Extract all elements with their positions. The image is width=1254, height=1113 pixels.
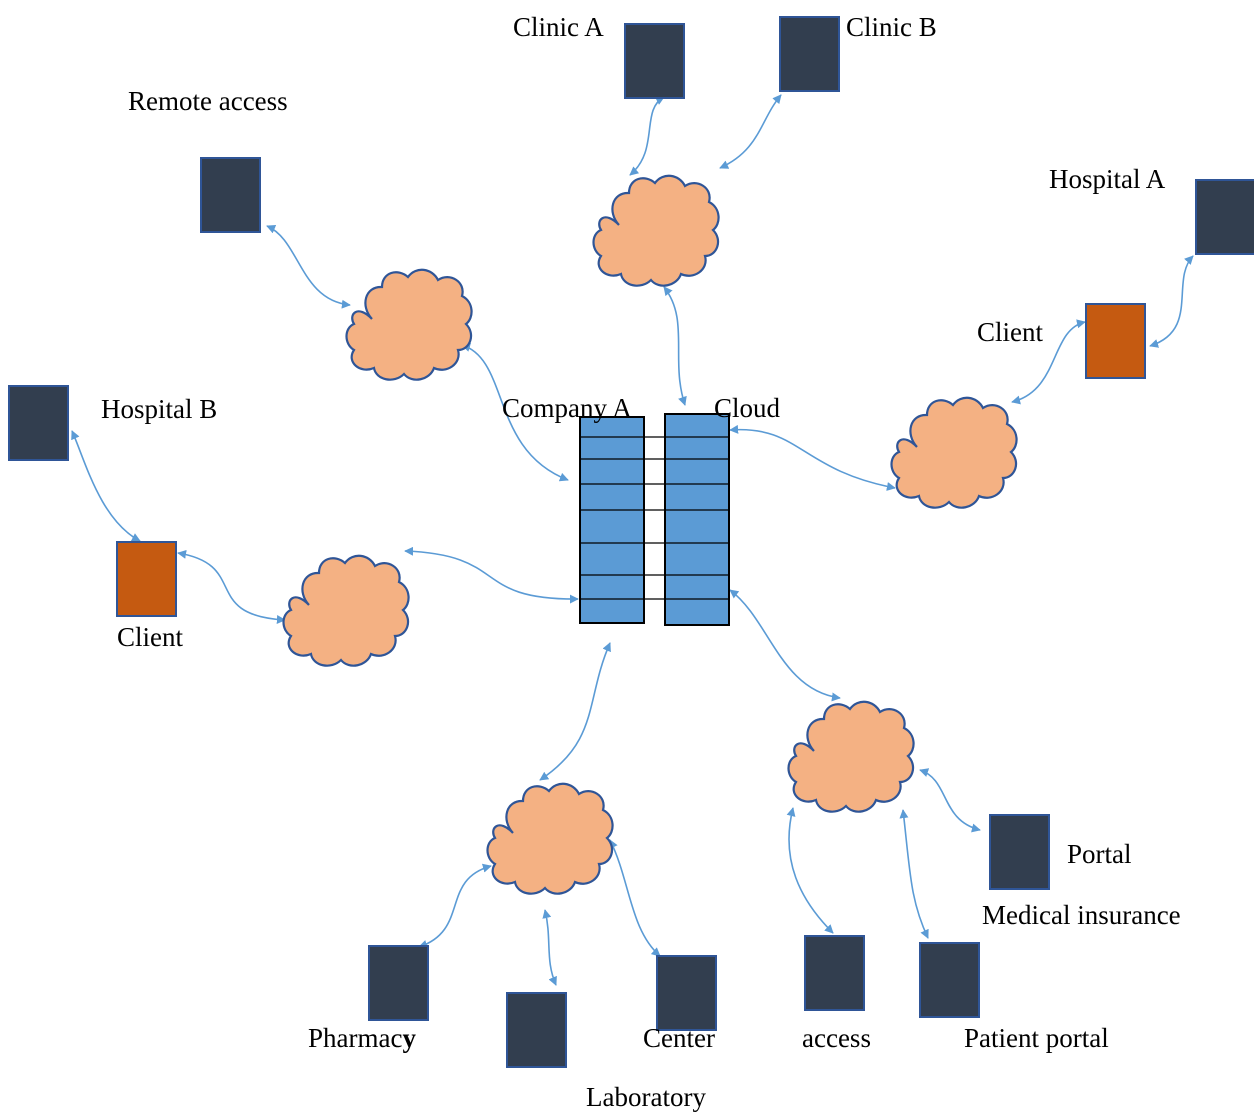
terminal-icon (624, 23, 685, 99)
server-rack-icon (579, 413, 730, 626)
terminal-icon (656, 955, 717, 1031)
label-access: access (802, 1023, 871, 1053)
label-client-right: Client (977, 317, 1043, 347)
link-bottom-cloud-server (539, 642, 611, 781)
link-upper-left-cloud-server (461, 343, 569, 482)
link-top-cloud-server (663, 286, 687, 406)
label-laboratory: Laboratory (586, 1082, 706, 1112)
label-portal: Portal (1067, 839, 1132, 869)
label-pharmacy-main: Pharmac (308, 1023, 402, 1053)
link-hospital-a (1149, 255, 1194, 348)
terminal-icon (804, 935, 865, 1011)
link-laboratory (542, 909, 557, 986)
cloud-icon (345, 268, 473, 381)
terminal-icon (200, 157, 261, 233)
cloud-icon (592, 174, 720, 287)
link-access (786, 807, 834, 934)
link-remote-access (266, 225, 351, 309)
terminal-icon (506, 992, 567, 1068)
link-hospital-b (71, 430, 141, 542)
clouds (282, 174, 1018, 895)
label-clinic-b: Clinic B (846, 12, 937, 42)
terminal-icon (989, 814, 1050, 890)
link-bottom-right-cloud-server (729, 589, 841, 702)
label-hospital-b: Hospital B (101, 394, 217, 424)
clients (116, 303, 1146, 617)
link-center (609, 839, 661, 957)
cloud-icon (486, 782, 614, 895)
link-left-cloud-server (404, 546, 579, 604)
terminal-icon (368, 945, 429, 1021)
label-cloud: Cloud (714, 393, 781, 423)
label-hospital-a: Hospital A (1049, 164, 1166, 194)
label-center: Center (643, 1023, 715, 1053)
client-computer-icon (1085, 303, 1146, 379)
terminals (8, 16, 1254, 1068)
label-pharmacy-last: y (402, 1023, 416, 1053)
link-client-right (1011, 319, 1086, 405)
connection-lines (71, 94, 1194, 986)
link-patient-portal (899, 809, 929, 939)
link-clinic-a (629, 96, 665, 176)
cloud-icon (282, 554, 410, 667)
link-right-cloud-server (729, 424, 896, 491)
link-client-left (177, 549, 286, 625)
cloud-icon (890, 396, 1018, 509)
label-client-left: Client (117, 622, 183, 652)
cloud-icon (787, 700, 915, 813)
terminal-icon (919, 942, 980, 1018)
link-clinic-b (719, 94, 782, 169)
link-portal (919, 768, 981, 833)
server-rack-left (579, 416, 645, 624)
label-clinic-a: Clinic A (513, 12, 604, 42)
label-medical-insurance: Medical insurance (982, 900, 1181, 930)
terminal-icon (8, 385, 69, 461)
label-patient-portal: Patient portal (964, 1023, 1109, 1053)
client-computer-icon (116, 541, 177, 617)
terminal-icon (779, 16, 840, 92)
server-rack-right (664, 413, 730, 626)
label-company-a: Company A (502, 393, 632, 423)
label-pharmacy: Pharmacy (308, 1023, 416, 1053)
link-pharmacy (418, 863, 492, 949)
terminal-icon (1195, 179, 1254, 255)
label-remote-access: Remote access (128, 86, 288, 116)
